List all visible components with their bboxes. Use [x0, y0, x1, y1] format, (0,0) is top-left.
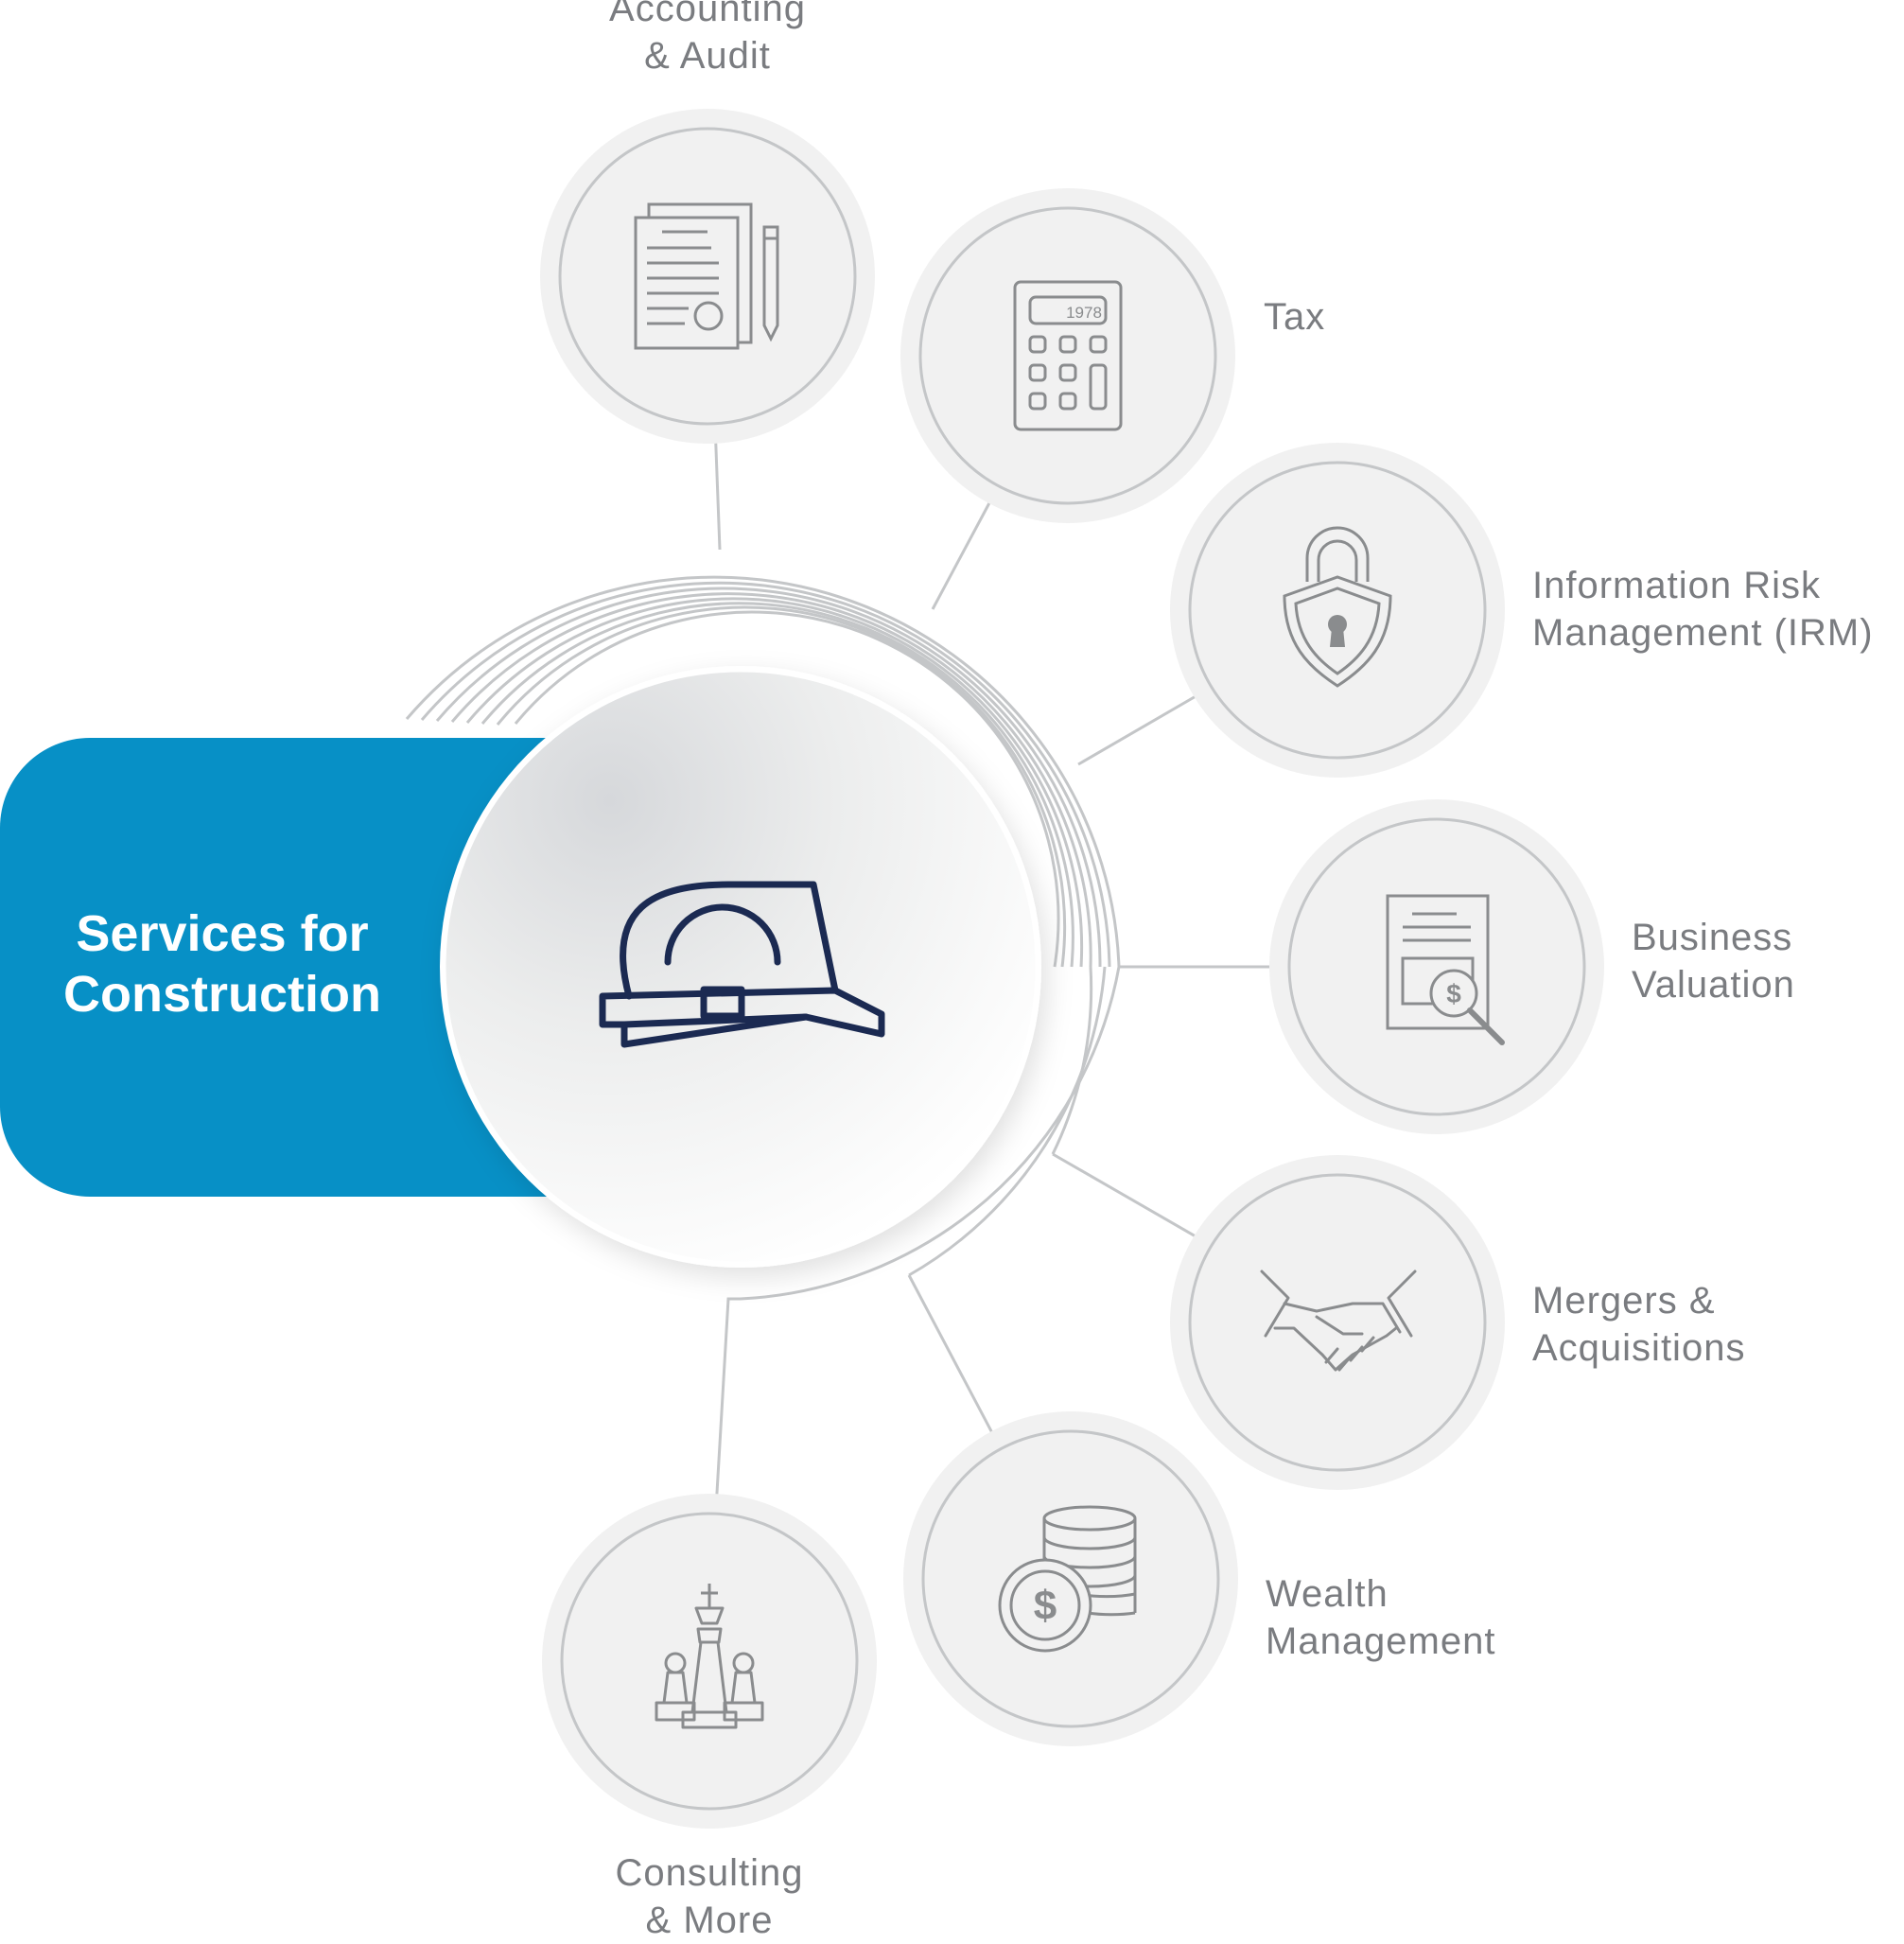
- node-business-valuation[interactable]: $: [1269, 799, 1604, 1134]
- label-wealth-management[interactable]: Wealth Management: [1266, 1573, 1496, 1662]
- connector-wealth: [907, 1274, 1001, 1446]
- connector-mergers: [1052, 1152, 1210, 1246]
- node-tax[interactable]: 1978: [900, 188, 1235, 523]
- center-title: Services for Construction: [19, 903, 426, 1025]
- connector-tax: [931, 484, 1001, 610]
- hub-arcs: [405, 575, 1121, 1301]
- documents-pencil-icon: [634, 202, 779, 350]
- connector-accounting: [713, 423, 722, 551]
- connector-irm: [1077, 687, 1210, 766]
- connector-consulting: [714, 1297, 741, 1510]
- padlock-shield-icon: [1283, 526, 1392, 688]
- hard-hat-icon: [599, 881, 885, 1048]
- connector-lines: [713, 423, 1289, 1510]
- calculator-display-text: 1978: [1066, 304, 1102, 322]
- center-hub: [440, 666, 1041, 1268]
- report-magnifier-icon: [1386, 894, 1505, 1045]
- node-wealth-management[interactable]: $: [903, 1411, 1238, 1746]
- label-accounting-audit[interactable]: Accounting & Audit: [609, 0, 806, 77]
- coin-stack-icon: [998, 1505, 1137, 1653]
- svg-text:$: $: [1034, 1583, 1057, 1629]
- label-consulting-more[interactable]: Consulting & More: [615, 1852, 804, 1941]
- node-irm[interactable]: [1170, 443, 1505, 778]
- node-consulting-more[interactable]: [542, 1494, 877, 1829]
- label-mergers-acquisitions[interactable]: Mergers & Acquisitions: [1532, 1280, 1746, 1369]
- center-title-line1: Services for: [76, 905, 369, 962]
- label-business-valuation[interactable]: Business Valuation: [1632, 917, 1795, 1006]
- label-irm[interactable]: Information Risk Management (IRM): [1532, 565, 1874, 654]
- svg-text:$: $: [1446, 979, 1461, 1008]
- chess-pieces-icon: [655, 1584, 764, 1729]
- calculator-icon: [1013, 280, 1123, 431]
- handshake-icon: [1260, 1270, 1417, 1372]
- node-mergers-acquisitions[interactable]: [1170, 1155, 1505, 1490]
- node-accounting-audit[interactable]: [540, 109, 875, 444]
- center-title-line2: Construction: [63, 966, 381, 1023]
- label-tax[interactable]: Tax: [1264, 296, 1326, 338]
